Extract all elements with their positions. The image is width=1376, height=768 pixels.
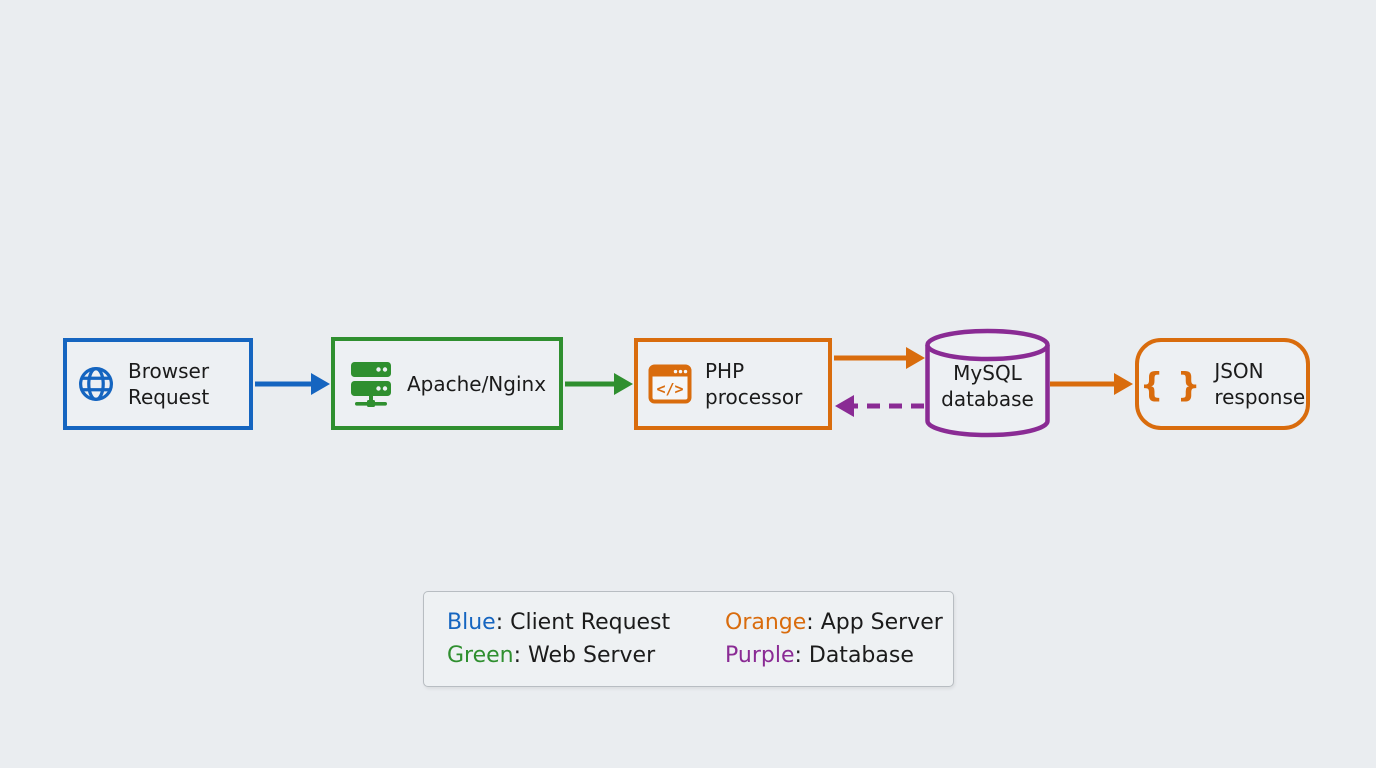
legend-term: Orange xyxy=(725,609,807,635)
arrow-apache-to-php xyxy=(565,373,633,395)
server-icon xyxy=(348,360,394,408)
legend-item-purple: Purple: Database xyxy=(725,640,953,672)
legend-text: : Web Server xyxy=(513,642,656,668)
code-window-icon: </> xyxy=(648,364,692,404)
arrow-browser-to-apache xyxy=(255,373,330,395)
legend-item-green: Green: Web Server xyxy=(447,640,725,672)
legend-item-blue: Blue: Client Request xyxy=(447,607,725,639)
legend-item-orange: Orange: App Server xyxy=(725,607,953,639)
legend-term: Green xyxy=(447,642,514,668)
arrow-mysql-to-php xyxy=(835,395,924,417)
svg-text:</>: </> xyxy=(656,380,683,398)
legend-text: : App Server xyxy=(806,609,943,635)
globe-icon xyxy=(77,365,115,403)
node-php-processor: </> PHP processor xyxy=(634,338,832,430)
node-label: PHP processor xyxy=(705,359,803,409)
legend-text: : Database xyxy=(794,642,914,668)
arrow-mysql-to-json xyxy=(1050,373,1133,395)
node-label: MySQL database xyxy=(941,361,1034,411)
node-label: Apache/Nginx xyxy=(406,371,547,396)
node-label: JSON response xyxy=(1214,359,1306,409)
legend: Blue: Client Request Green: Web Server O… xyxy=(423,591,954,687)
arrow-php-to-mysql xyxy=(834,347,925,369)
legend-term: Purple xyxy=(725,642,795,668)
braces-icon: { } xyxy=(1139,364,1202,404)
node-json-response: { } JSON response xyxy=(1135,338,1310,430)
node-mysql-database xyxy=(925,328,1050,438)
legend-text: : Client Request xyxy=(495,609,671,635)
node-label: Browser Request xyxy=(128,359,210,409)
node-browser-request: Browser Request xyxy=(63,338,253,430)
node-apache-nginx: Apache/Nginx xyxy=(331,337,563,430)
legend-term: Blue xyxy=(447,609,496,635)
